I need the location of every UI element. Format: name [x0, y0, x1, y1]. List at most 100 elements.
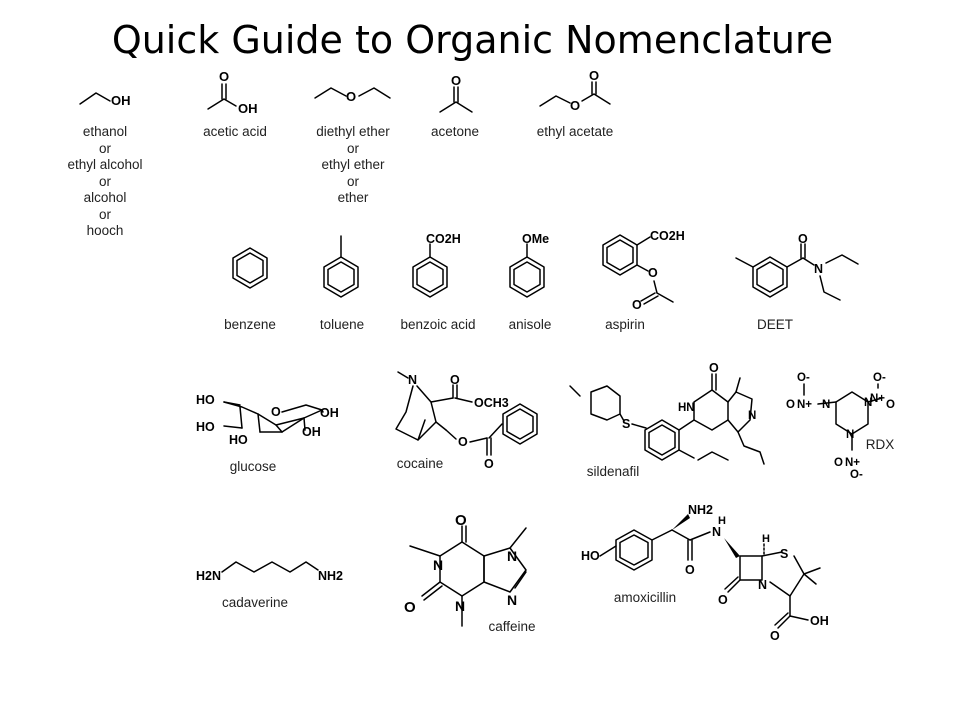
atom-label: O	[404, 599, 416, 616]
atom-label: O	[455, 512, 467, 529]
name-line: or	[98, 173, 111, 189]
atom-label: OH	[238, 101, 258, 116]
atom-label: NH2	[688, 503, 713, 517]
cocaine-structure: N O OCH3 O O	[395, 371, 538, 471]
ethyl-acetate-structure: O O	[539, 68, 611, 113]
atom-label: O	[570, 98, 580, 113]
atom-label: OCH3	[474, 396, 509, 410]
atom-label: O	[798, 232, 808, 246]
atom-label: O	[786, 399, 795, 411]
atom-label: N	[748, 410, 756, 422]
ethanol-names: ethanol or ethyl alcohol or alcohol or h…	[55, 124, 155, 240]
name-line: hooch	[86, 223, 124, 238]
name-line: ethyl ether	[321, 157, 385, 172]
atom-label: H	[762, 533, 770, 545]
anisole-name: anisole	[508, 317, 552, 332]
atom-label: O	[484, 457, 494, 471]
glucose-name: glucose	[229, 459, 277, 474]
atom-label: CO2H	[426, 232, 461, 246]
atom-label: N	[433, 557, 443, 573]
atom-label: N	[846, 429, 854, 441]
name-line: or	[346, 173, 359, 189]
atom-label: S	[622, 417, 630, 431]
cocaine-name: cocaine	[396, 456, 444, 471]
atom-label: N	[408, 373, 417, 387]
atom-label: O-	[873, 372, 886, 384]
atom-label: O	[770, 629, 780, 643]
atom-label: OH	[302, 425, 321, 439]
name-line: ethyl alcohol	[67, 157, 143, 172]
atom-label: N	[814, 262, 823, 276]
atom-label: N+	[797, 399, 812, 411]
atom-label: O-	[797, 372, 810, 384]
name-line: or	[98, 140, 111, 156]
deet-structure: O N	[735, 232, 859, 301]
glucose-structure: HO O OH HO HO OH	[196, 393, 339, 447]
diethyl-ether-names: diethyl ether or ethyl ether or ether	[298, 124, 408, 207]
atom-label: N	[455, 598, 465, 614]
atom-label: HN	[678, 402, 695, 414]
atom-label: O	[346, 89, 356, 104]
atom-label: N	[507, 548, 517, 564]
atom-label: O	[450, 373, 460, 387]
caffeine-name: caffeine	[488, 619, 536, 634]
atom-label: O	[271, 405, 281, 419]
atom-label: O	[834, 457, 843, 469]
atom-label: HO	[196, 420, 215, 434]
atom-label: S	[780, 547, 788, 561]
name-line: or	[98, 206, 111, 222]
sildenafil-structure: S O HN N	[569, 361, 765, 465]
atom-label: HO	[196, 393, 215, 407]
atom-label: O	[685, 563, 695, 577]
acetic-acid-structure: O OH	[207, 69, 258, 116]
ethanol-structure: OH	[79, 92, 131, 108]
name-line: diethyl ether	[316, 124, 390, 139]
atom-label: CO2H	[650, 229, 685, 243]
cadaverine-name: cadaverine	[221, 595, 289, 610]
atom-label: O	[451, 73, 461, 88]
acetic-acid-name: acetic acid	[203, 124, 267, 139]
atom-label: N	[712, 525, 721, 539]
aspirin-name: aspirin	[605, 317, 645, 332]
toluene-name: toluene	[319, 317, 365, 332]
atom-label: O	[219, 69, 229, 84]
atom-label: H2N	[196, 569, 221, 583]
amoxicillin-structure: HO NH2 O N H O N S H	[581, 503, 829, 643]
name-line: ether	[337, 190, 369, 205]
rdx-name: RDX	[865, 437, 895, 452]
benzene-structure	[232, 247, 268, 289]
atom-label: OH	[111, 93, 131, 108]
atom-label: O	[648, 266, 658, 280]
atom-label: O	[632, 298, 642, 312]
name-line: or	[346, 140, 359, 156]
atom-label: NH2	[318, 569, 343, 583]
atom-label: O	[589, 68, 599, 83]
atom-label: OH	[810, 614, 829, 628]
name-line: alcohol	[83, 190, 127, 205]
atom-label: O-	[850, 469, 863, 481]
deet-name: DEET	[756, 317, 793, 332]
benzoic-acid-structure: CO2H	[412, 232, 461, 298]
atom-label: N	[758, 578, 767, 592]
diethyl-ether-structure: O	[314, 87, 391, 104]
acetone-name: acetone	[430, 124, 480, 139]
acetone-structure: O	[439, 73, 473, 113]
sildenafil-name: sildenafil	[586, 464, 640, 479]
aspirin-structure: O O CO2H	[602, 229, 685, 312]
caffeine-structure: O O N N N N	[404, 512, 527, 627]
amoxicillin-name: amoxicillin	[613, 590, 677, 605]
anisole-structure: OMe	[509, 232, 549, 298]
atom-label: N+	[870, 393, 885, 405]
toluene-structure	[323, 235, 359, 298]
page-title: Quick Guide to Organic Nomenclature	[111, 18, 834, 62]
ethyl-acetate-name: ethyl acetate	[536, 124, 614, 139]
atom-label: O	[886, 399, 895, 411]
cadaverine-structure: H2N NH2	[196, 561, 343, 583]
name-line: ethanol	[82, 124, 128, 139]
atom-label: H	[718, 515, 726, 527]
atom-label: OMe	[522, 232, 549, 246]
atom-label: N	[507, 592, 517, 608]
atom-label: O	[458, 435, 468, 449]
